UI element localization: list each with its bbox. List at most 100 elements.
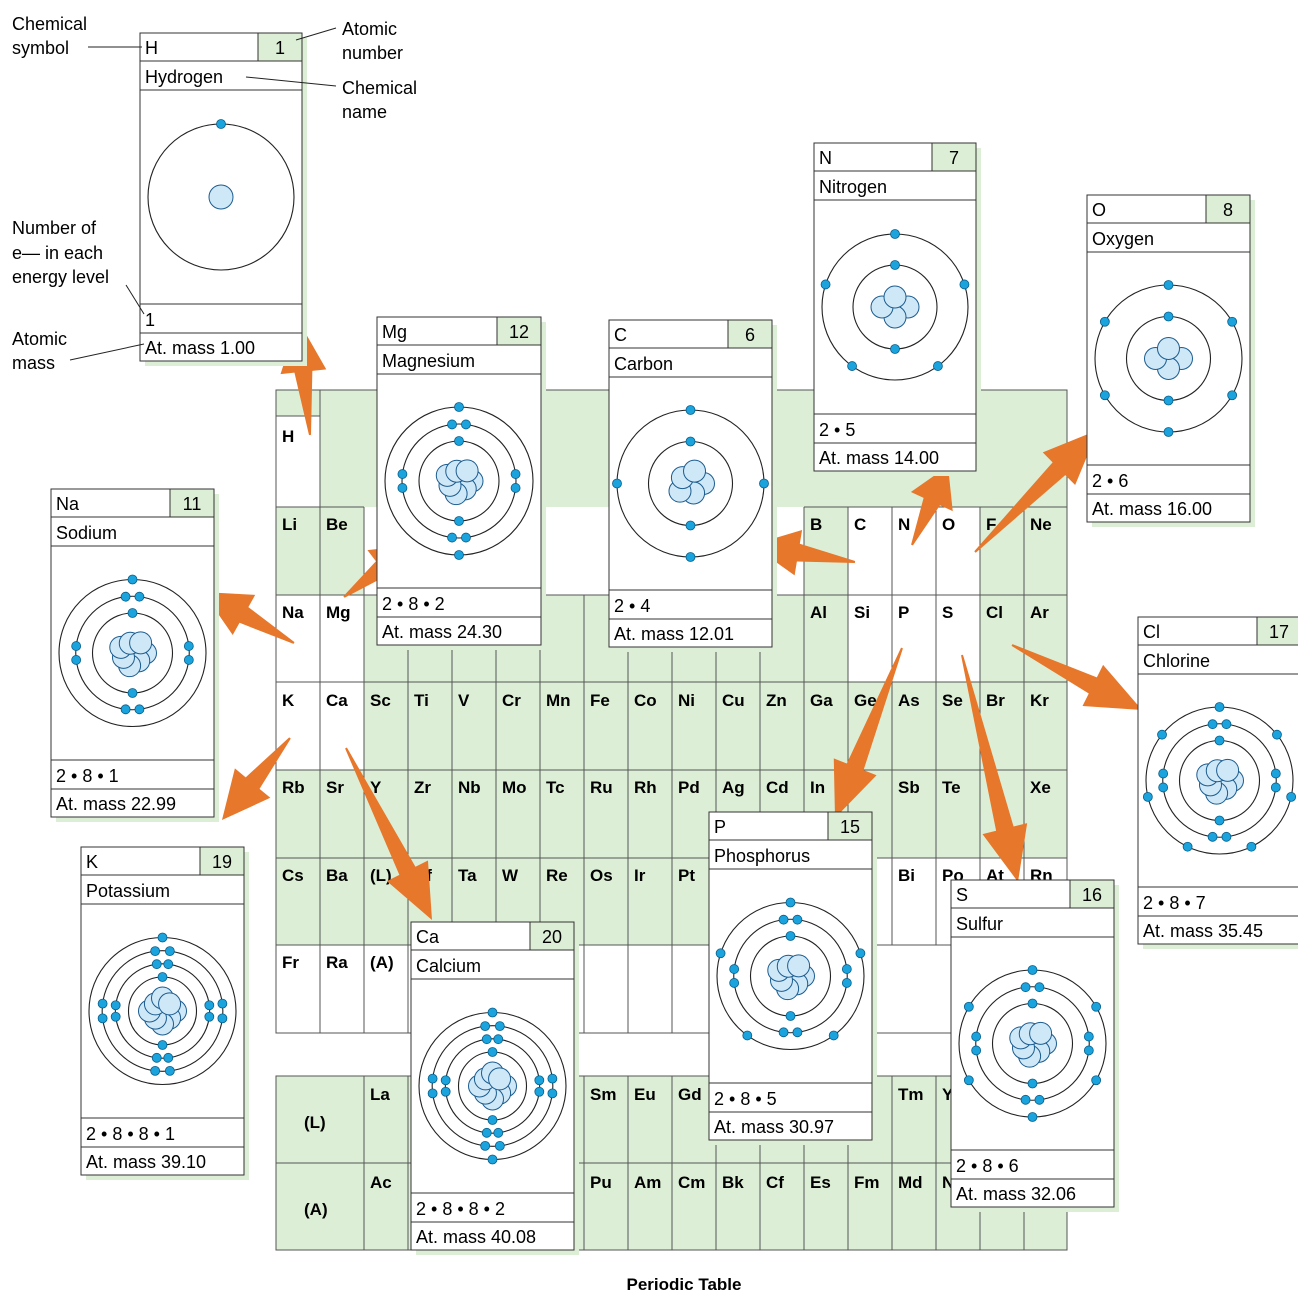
electron: [150, 946, 161, 957]
electron: [217, 1013, 228, 1024]
electron: [1207, 719, 1218, 730]
table-cell: [408, 682, 452, 770]
symbol-rh: Rh: [634, 778, 657, 797]
symbol-ta: Ta: [458, 866, 477, 885]
card-atomic-mass: At. mass 30.97: [714, 1117, 834, 1137]
electron: [487, 1047, 498, 1057]
symbol-am: Am: [634, 1173, 661, 1192]
bohr-model: [384, 402, 534, 560]
card-atomic-mass: At. mass 16.00: [1092, 499, 1212, 519]
card-atomic-number: 8: [1223, 200, 1233, 220]
actinide-label: (A): [304, 1200, 328, 1219]
card-atomic-mass: At. mass 1.00: [145, 338, 255, 358]
symbol-ba: Ba: [326, 866, 348, 885]
card-symbol: H: [145, 38, 158, 58]
symbol-cr: Cr: [502, 691, 521, 710]
electron: [164, 946, 175, 957]
electron: [454, 516, 464, 526]
symbol-ti: Ti: [414, 691, 429, 710]
table-cell: [804, 595, 848, 682]
electron-shell: [114, 963, 211, 1059]
electron: [494, 1021, 505, 1032]
electron: [1270, 768, 1281, 779]
electron: [1158, 768, 1169, 779]
symbol-cm: Cm: [678, 1173, 705, 1192]
symbol-ne: Ne: [1030, 515, 1052, 534]
symbol-mo: Mo: [502, 778, 527, 797]
card-symbol: S: [956, 885, 968, 905]
table-cell: [496, 682, 540, 770]
symbol-ca: Ca: [326, 691, 348, 710]
symbol-tm: Tm: [898, 1085, 924, 1104]
electron: [963, 1075, 974, 1086]
arrow-to-nitrogen: [910, 466, 953, 546]
electron: [1163, 280, 1174, 290]
table-cell: [760, 682, 804, 770]
electron: [204, 1000, 215, 1011]
electron: [127, 608, 138, 618]
electron: [890, 260, 900, 270]
card-symbol: Ca: [416, 927, 440, 947]
electron: [1020, 982, 1031, 993]
symbol-xe: Xe: [1030, 778, 1051, 797]
symbol-nb: Nb: [458, 778, 481, 797]
card-electron-config: 2 • 8 • 1: [56, 766, 119, 786]
card-symbol: N: [819, 148, 832, 168]
table-cell: [584, 770, 628, 858]
electron: [487, 1007, 498, 1018]
nucleus-particle: [158, 992, 182, 1016]
nucleus-particle: [1029, 1021, 1053, 1045]
symbol-pt: Pt: [678, 866, 695, 885]
symbol-cf: Cf: [766, 1173, 784, 1192]
electron: [493, 1034, 504, 1045]
symbol-eu: Eu: [634, 1085, 656, 1104]
card-number-box: [1256, 616, 1298, 646]
card-atomic-number: 12: [509, 322, 529, 342]
electron: [1182, 841, 1193, 852]
symbol-s: S: [942, 603, 953, 622]
bohr-model: [820, 229, 970, 381]
electron: [759, 478, 769, 489]
electron: [1163, 311, 1174, 322]
table-cell: [276, 770, 320, 858]
symbol-la: La: [370, 1085, 390, 1104]
electron: [397, 483, 408, 493]
electron-shell: [1162, 723, 1277, 838]
electron: [1221, 719, 1232, 730]
electron: [427, 1088, 438, 1099]
table-cell: [1024, 770, 1067, 858]
annotation-electrons-3: energy level: [12, 267, 109, 287]
arrow-to-calcium: [345, 747, 432, 920]
electron: [534, 1075, 545, 1086]
arrow-to-carbon: [752, 529, 856, 576]
card-atomic-number: 11: [183, 494, 202, 514]
electron: [440, 1075, 451, 1086]
arrow-to-sulfur: [961, 654, 1028, 882]
symbol-ir: Ir: [634, 866, 646, 885]
symbol-fm: Fm: [854, 1173, 880, 1192]
electron-shell: [101, 950, 224, 1072]
electron: [110, 1011, 121, 1022]
nucleus-particle: [455, 459, 479, 483]
electron: [1246, 841, 1257, 852]
electron: [487, 1154, 498, 1165]
card-atomic-mass: At. mass 12.01: [614, 624, 734, 644]
electron: [71, 641, 82, 651]
card-electron-config: 2 • 8 • 8 • 2: [416, 1199, 505, 1219]
annotation-mass-2: mass: [12, 353, 55, 373]
card-atomic-number: 6: [745, 325, 755, 345]
electron: [1227, 390, 1238, 401]
symbol-tc: Tc: [546, 778, 565, 797]
electron: [157, 1040, 168, 1050]
symbol-cs: Cs: [282, 866, 304, 885]
symbol-ar: Ar: [1030, 603, 1049, 622]
electron: [547, 1088, 558, 1099]
symbol-fr: Fr: [282, 953, 299, 972]
electron: [1083, 1045, 1094, 1056]
